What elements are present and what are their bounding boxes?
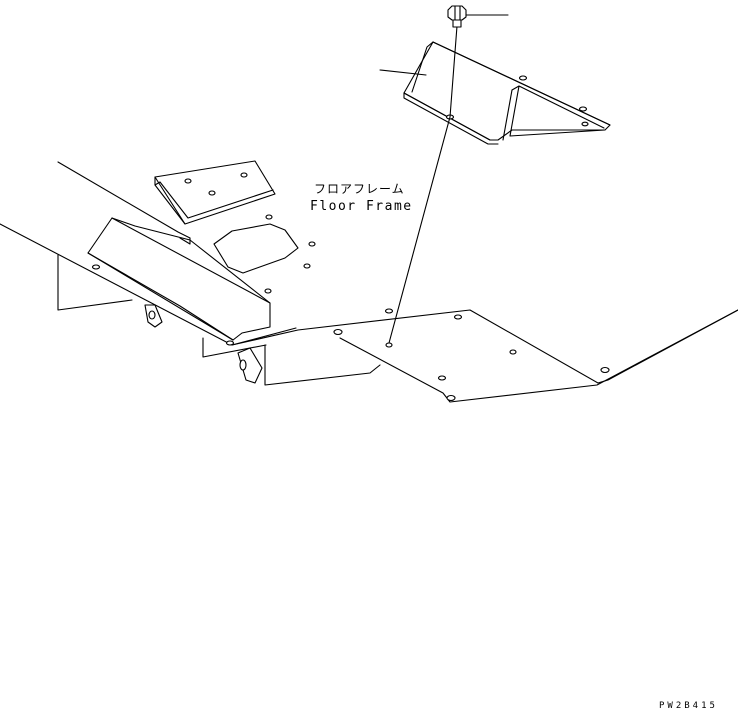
leader-lines bbox=[379, 14, 509, 344]
upper-right-bracket bbox=[403, 41, 611, 145]
drawing-code: PW2B415 bbox=[659, 701, 718, 711]
part-name-japanese: フロアフレーム bbox=[314, 182, 405, 196]
small-bracket bbox=[154, 160, 276, 225]
part-name-english: Floor Frame bbox=[310, 199, 413, 214]
bolt bbox=[447, 5, 467, 28]
main-frame-right bbox=[202, 308, 738, 403]
mounting-pad bbox=[212, 214, 316, 294]
hanging-lugs bbox=[144, 304, 263, 384]
